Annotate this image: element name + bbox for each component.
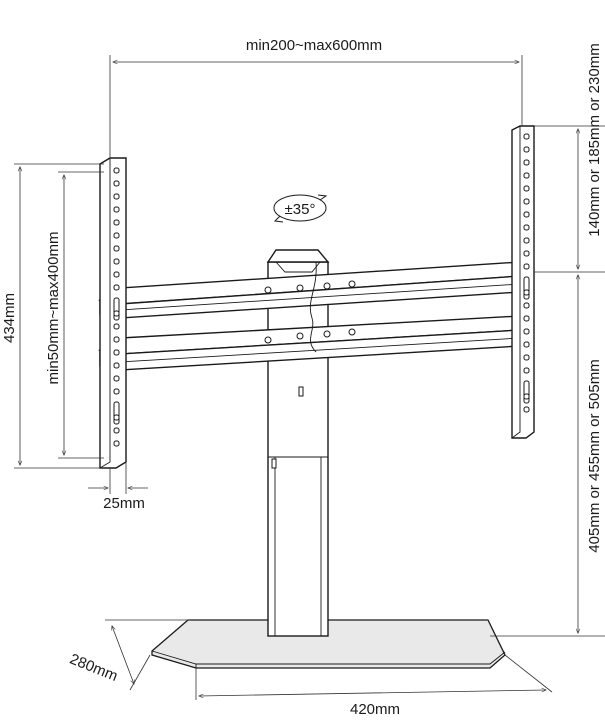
- bracket-slot: [113, 193, 120, 200]
- support-column: [266, 249, 330, 637]
- bracket-slot: [113, 388, 120, 395]
- bolt: [296, 332, 304, 340]
- bracket-slot: [523, 224, 530, 231]
- bracket-slot: [113, 414, 120, 421]
- bracket-slot: [523, 211, 530, 218]
- bolt: [348, 280, 356, 288]
- bracket-slot: [113, 258, 120, 265]
- bracket-slot: [523, 393, 530, 400]
- bracket-slot: [113, 323, 120, 330]
- bracket-slot: [523, 250, 530, 257]
- depth-25-label: 25mm: [103, 495, 145, 512]
- bracket-slot: [523, 263, 530, 270]
- rotation-indicator: ±35°: [273, 194, 328, 223]
- bracket-slot: [113, 219, 120, 226]
- bracket-slot: [523, 302, 530, 309]
- bracket-slot: [113, 427, 120, 434]
- bracket-slot: [523, 341, 530, 348]
- base-depth-label: 280mm: [67, 651, 120, 686]
- bracket-slot: [523, 354, 530, 361]
- height-options-label: 405mm or 455mm or 505mm: [586, 359, 603, 552]
- dim-base-width: 420mm: [195, 654, 553, 718]
- bracket-slot: [113, 167, 120, 174]
- bracket-slot: [113, 284, 120, 291]
- right-bracket: [511, 125, 535, 439]
- bracket-slot: [523, 276, 530, 300]
- bracket-slot: [113, 440, 120, 447]
- base-plate: [151, 619, 506, 669]
- bracket-slot: [523, 185, 530, 192]
- bracket-slot: [523, 289, 530, 296]
- bracket-slot: [523, 328, 530, 335]
- bracket-slot: [113, 310, 120, 317]
- bolt: [348, 328, 356, 336]
- top-offsets-label: 140mm or 185mm or 230mm: [586, 43, 603, 236]
- dim-width-range: min200~max600mm: [109, 37, 523, 158]
- vertical-range-label: min50mm~max400mm: [45, 232, 62, 385]
- bracket-slot: [113, 401, 120, 425]
- bracket-slot: [523, 237, 530, 244]
- bolt: [264, 286, 272, 294]
- bracket-slot: [523, 133, 530, 140]
- bracket-slot: [523, 172, 530, 179]
- dim-vertical-range: min50mm~max400mm: [45, 171, 104, 459]
- bracket-slot: [113, 180, 120, 187]
- bracket-slot: [523, 380, 530, 404]
- bracket-slot: [523, 406, 530, 413]
- cable: [309, 261, 317, 353]
- bracket-slot: [523, 159, 530, 166]
- bracket-slot: [113, 245, 120, 252]
- bracket-slot: [113, 336, 120, 343]
- bracket-slot: [523, 146, 530, 153]
- dim-height-434: 434mm: [1, 163, 104, 469]
- left-bracket: [99, 157, 127, 469]
- bracket-slot: [113, 297, 120, 321]
- bracket-slot: [523, 315, 530, 322]
- height-434-label: 434mm: [1, 293, 18, 343]
- bracket-slot: [523, 367, 530, 374]
- dim-top-offsets: 140mm or 185mm or 230mm: [534, 43, 605, 273]
- width-range-label: min200~max600mm: [246, 37, 382, 54]
- bolt: [323, 330, 331, 338]
- dim-height-options: 405mm or 455mm or 505mm: [490, 275, 605, 637]
- bolt: [296, 284, 304, 292]
- rotation-label: ±35°: [285, 201, 316, 218]
- bolt: [264, 336, 272, 344]
- bracket-slot: [113, 206, 120, 213]
- bracket-slot: [113, 349, 120, 356]
- bracket-slot: [113, 232, 120, 239]
- bracket-slot: [113, 362, 120, 369]
- bracket-slot: [113, 271, 120, 278]
- bracket-slot: [113, 375, 120, 382]
- bracket-slot: [523, 198, 530, 205]
- bolt: [323, 282, 331, 290]
- dim-depth-25: 25mm: [88, 462, 148, 512]
- base-width-label: 420mm: [350, 701, 400, 718]
